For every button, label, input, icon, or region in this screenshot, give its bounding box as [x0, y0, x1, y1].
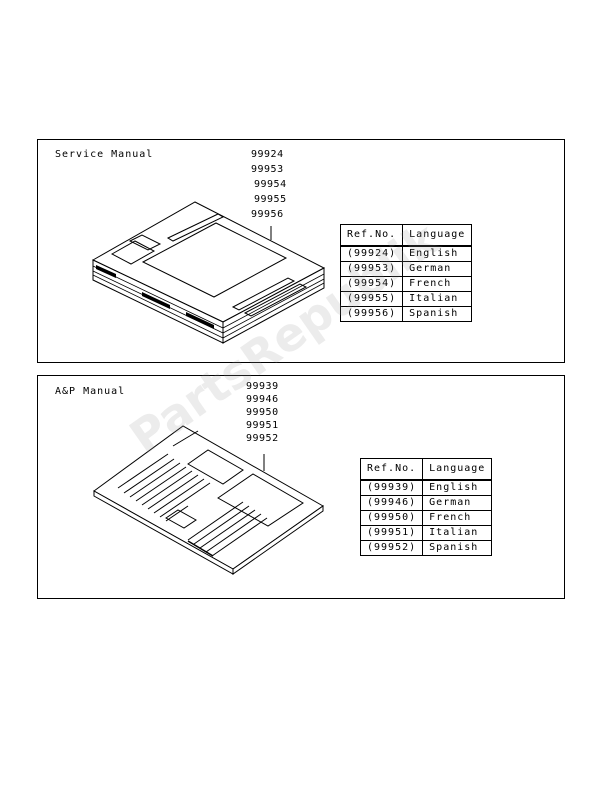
ref-number: 99950	[246, 407, 279, 418]
ap-manual-language-table: Ref.No. Language (99939) English (99946)…	[359, 458, 493, 556]
language-cell: Spanish	[402, 306, 473, 322]
ref-number: 99946	[246, 394, 279, 405]
table-row: (99955) Italian	[339, 291, 473, 307]
ref-number: 99952	[246, 433, 279, 444]
ref-number: 99955	[254, 194, 287, 205]
table-row: (99924) English	[339, 245, 473, 262]
table-row: (99950) French	[359, 510, 493, 526]
service-manual-book-illustration	[91, 201, 326, 344]
ref-number: 99953	[251, 164, 284, 175]
table-row: (99951) Italian	[359, 525, 493, 541]
column-header-language: Language	[402, 224, 473, 247]
ap-manual-booklet-illustration	[93, 425, 324, 575]
service-manual-panel: Service Manual 99924 99953 99954 99955 9…	[37, 139, 565, 363]
ref-cell: (99924)	[339, 245, 404, 262]
ap-manual-title: A&P Manual	[55, 386, 126, 397]
table-row: (99946) German	[359, 495, 493, 511]
ref-cell: (99953)	[339, 261, 404, 277]
table-row: (99952) Spanish	[359, 540, 493, 556]
language-cell: German	[422, 495, 493, 511]
table-row: (99956) Spanish	[339, 306, 473, 322]
ref-number: 99939	[246, 381, 279, 392]
language-cell: Spanish	[422, 540, 493, 556]
ap-manual-panel: A&P Manual 99939 99946 99950 99951 99952	[37, 375, 565, 599]
column-header-ref-no: Ref.No.	[359, 458, 424, 481]
ref-cell: (99955)	[339, 291, 404, 307]
language-cell: Italian	[422, 525, 493, 541]
ref-cell: (99956)	[339, 306, 404, 322]
service-manual-language-table: Ref.No. Language (99924) English (99953)…	[339, 224, 473, 322]
ref-cell: (99951)	[359, 525, 424, 541]
service-manual-title: Service Manual	[55, 149, 154, 160]
language-cell: French	[422, 510, 493, 526]
ref-number: 99956	[251, 209, 284, 220]
column-header-language: Language	[422, 458, 493, 481]
ref-cell: (99950)	[359, 510, 424, 526]
table-row: (99939) English	[359, 479, 493, 496]
language-cell: German	[402, 261, 473, 277]
ref-number: 99924	[251, 149, 284, 160]
ref-cell: (99954)	[339, 276, 404, 292]
language-cell: French	[402, 276, 473, 292]
language-cell: Italian	[402, 291, 473, 307]
table-row: (99954) French	[339, 276, 473, 292]
ap-manual-ref-list: 99939 99946 99950 99951 99952	[246, 380, 279, 445]
column-header-ref-no: Ref.No.	[339, 224, 404, 247]
ref-cell: (99939)	[359, 479, 424, 496]
ref-number: 99954	[254, 179, 287, 190]
language-cell: English	[422, 479, 493, 496]
ref-cell: (99952)	[359, 540, 424, 556]
language-cell: English	[402, 245, 473, 262]
service-manual-ref-list: 99924 99953 99954 99955 99956	[251, 147, 287, 222]
ref-number: 99951	[246, 420, 279, 431]
table-row: (99953) German	[339, 261, 473, 277]
ref-cell: (99946)	[359, 495, 424, 511]
